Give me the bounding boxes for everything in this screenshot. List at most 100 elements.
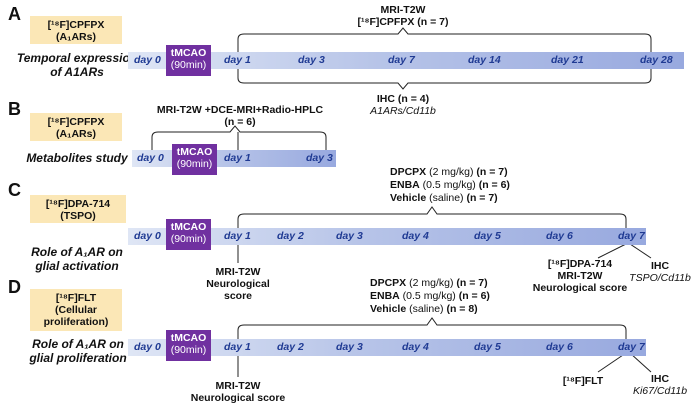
panel-d-title-1: Role of A₁AR on — [32, 337, 124, 351]
panel-d-groups: DPCPX (2 mg/kg) (n = 7) ENBA (0.5 mg/kg)… — [370, 277, 490, 316]
panel-d-day-5: day 5 — [474, 341, 501, 353]
panel-a-title: Temporal expression of A1ARs — [16, 51, 138, 79]
panel-c-day1-note: MRI-T2W Neurological score — [193, 266, 283, 302]
panel-c-day-1: day 1 — [224, 230, 251, 242]
panel-d-day-6: day 6 — [546, 341, 573, 353]
panel-b-letter: B — [8, 99, 21, 119]
panel-a-day-0: day 0 — [134, 54, 161, 66]
panel-c-timeline-bar — [128, 228, 646, 245]
panel-a-day-14: day 14 — [468, 54, 501, 66]
panel-c-day7-left-note: [¹⁸F]DPA-714 MRI-T2W Neurological score — [515, 258, 645, 294]
panel-a-top-note-2: [¹⁸F]CPFPX (n = 7) — [357, 16, 449, 28]
panel-d-day-2: day 2 — [277, 341, 304, 353]
panel-b-brace — [151, 125, 327, 150]
panel-b-tracer-sub: (A₁ARs) — [56, 128, 96, 140]
panel-d-tracer: [¹⁸F]FLT — [55, 292, 97, 304]
panel-c-top-brace — [237, 206, 627, 228]
panel-c-day7-left-3: Neurological score — [532, 282, 628, 294]
panel-c-letter: C — [8, 180, 21, 200]
panel-a-timeline-bar — [128, 52, 684, 69]
panel-c-tracer: [¹⁸F]DPA-714 — [45, 198, 111, 210]
panel-c-day7-right-2: TSPO/Cd11b — [629, 272, 691, 284]
panel-c-group-dpcpx: DPCPX (2 mg/kg) (n = 7) — [390, 166, 508, 178]
panel-c-tracer-box: [¹⁸F]DPA-714 (TSPO) — [30, 195, 126, 223]
panel-c-day7-right — [629, 243, 652, 259]
panel-d-day-0: day 0 — [134, 341, 161, 353]
panel-c-day-3: day 3 — [336, 230, 363, 242]
panel-c-groups: DPCPX (2 mg/kg) (n = 7) ENBA (0.5 mg/kg)… — [390, 166, 510, 205]
panel-c-day7-right-1: IHC — [650, 260, 670, 272]
panel-c-group-enba: ENBA (0.5 mg/kg) (n = 6) — [390, 179, 510, 191]
panel-d-day-7: day 7 — [618, 341, 645, 353]
panel-a-tmcao-box: tMCAO (90min) — [166, 45, 211, 76]
panel-d-day7-right-2: Ki67/Cd11b — [632, 385, 688, 397]
panel-c-day7-right-note: IHC TSPO/Cd11b — [627, 260, 693, 284]
panel-d-day7-right — [629, 352, 652, 373]
panel-d-tracer-sub-1: (Cellular — [54, 304, 97, 316]
panel-a-bottom-note-2: A1ARs/Cd11b — [370, 105, 436, 117]
panel-a-tmcao: tMCAO — [170, 47, 207, 59]
panel-a-bottom-note-1: IHC (n = 4) — [376, 93, 430, 105]
panel-a-day-7: day 7 — [388, 54, 415, 66]
panel-b-tmcao-sub: (90min) — [176, 158, 213, 170]
panel-d-group-enba: ENBA (0.5 mg/kg) (n = 6) — [370, 290, 490, 302]
panel-a-bottom-brace — [237, 67, 652, 90]
panel-d-letter: D — [8, 277, 21, 297]
panel-d-day1-note: MRI-T2W Neurological score — [183, 380, 293, 404]
panel-c-tmcao-sub: (90min) — [170, 233, 207, 245]
panel-b-tmcao: tMCAO — [176, 146, 213, 158]
panel-d-timeline-bar — [128, 339, 646, 356]
panel-c-day1-note-1: MRI-T2W — [215, 266, 261, 278]
panel-d-day1-note-2: Neurological score — [190, 392, 286, 404]
panel-a-day-3: day 3 — [298, 54, 325, 66]
panel-c-group-vehicle: Vehicle (saline) (n = 7) — [390, 192, 498, 204]
panel-d-tmcao-box: tMCAO (90min) — [166, 330, 211, 361]
panel-a-top-note-1: MRI-T2W — [380, 4, 426, 16]
panel-c-day7-left — [597, 243, 627, 259]
panel-c-tracer-sub: (TSPO) — [60, 210, 96, 222]
panel-d-tmcao: tMCAO — [170, 332, 207, 344]
panel-a-tracer: [¹⁸F]CPFPX — [47, 19, 105, 31]
panel-d-day7-left-note: [¹⁸F]FLT — [548, 375, 618, 387]
panel-a-tmcao-sub: (90min) — [170, 59, 207, 71]
panel-b-title: Metabolites study — [26, 151, 128, 165]
panel-d-title-2: glial proliferation — [29, 351, 127, 365]
panel-c-tmcao: tMCAO — [170, 221, 207, 233]
panel-d-day-3: day 3 — [336, 341, 363, 353]
panel-c-day-0: day 0 — [134, 230, 161, 242]
panel-d-top-brace — [237, 317, 627, 339]
panel-b-day-0: day 0 — [137, 152, 164, 164]
panel-c-day-7: day 7 — [618, 230, 645, 242]
panel-c-day-5: day 5 — [474, 230, 501, 242]
panel-b-day-3: day 3 — [306, 152, 333, 164]
panel-b-top-note-2: (n = 6) — [224, 116, 256, 128]
panel-d-day7-left-1: [¹⁸F]FLT — [562, 375, 604, 387]
panel-a-tracer-sub: (A₁ARs) — [56, 31, 96, 43]
panel-b-tracer-box: [¹⁸F]CPFPX (A₁ARs) — [30, 113, 122, 141]
panel-c-day7-left-1: [¹⁸F]DPA-714 — [547, 258, 613, 270]
panel-c-day1-note-2: Neurological — [206, 278, 270, 290]
panel-c-day-2: day 2 — [277, 230, 304, 242]
panel-b-day-1: day 1 — [224, 152, 251, 164]
panel-d-group-dpcpx: DPCPX (2 mg/kg) (n = 7) — [370, 277, 488, 289]
panel-d-day-1: day 1 — [224, 341, 251, 353]
panel-c-day-6: day 6 — [546, 230, 573, 242]
panel-a-tracer-box: [¹⁸F]CPFPX (A₁ARs) — [30, 16, 122, 44]
panel-d-day7-right-note: IHC Ki67/Cd11b — [627, 373, 693, 397]
panel-c-title: Role of A₁AR on glial activation — [12, 245, 142, 273]
panel-c-day7-left-2: MRI-T2W — [557, 270, 603, 282]
panel-d-day7-left — [597, 352, 627, 373]
panel-d-tracer-sub-2: proliferation) — [43, 316, 109, 328]
panel-a-day-28: day 28 — [640, 54, 673, 66]
panel-d-tracer-box: [¹⁸F]FLT (Cellular proliferation) — [30, 289, 122, 331]
panel-d-tmcao-sub: (90min) — [170, 344, 207, 356]
panel-b-tracer: [¹⁸F]CPFPX — [47, 116, 105, 128]
panel-d-day-4: day 4 — [402, 341, 429, 353]
panel-b-top-note-1: MRI-T2W +DCE-MRI+Radio-HPLC — [156, 104, 324, 116]
panel-d-day1-note-1: MRI-T2W — [215, 380, 261, 392]
panel-b-tmcao-box: tMCAO (90min) — [172, 144, 217, 175]
panel-a-letter: A — [8, 4, 21, 24]
panel-c-day1-note-3: score — [223, 290, 253, 302]
panel-a-day-21: day 21 — [551, 54, 584, 66]
